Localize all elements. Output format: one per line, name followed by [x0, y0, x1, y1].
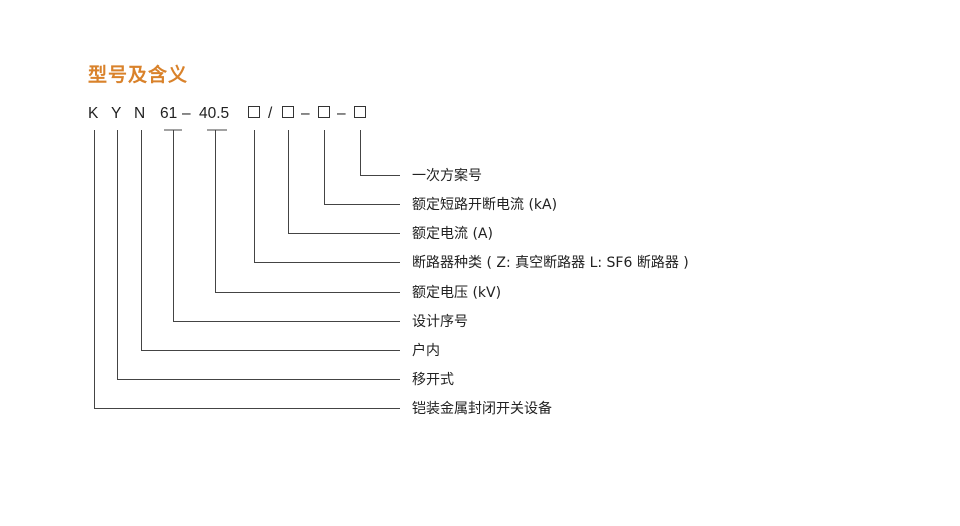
- code-dash: –: [182, 105, 191, 122]
- connector-scheme-number: [360, 130, 400, 176]
- meaning-label-breaker-type: 断路器种类 ( Z: 真空断路器 L: SF6 断路器 ): [412, 255, 689, 271]
- connector-rated-current: [288, 130, 400, 234]
- code-letter-n: N: [134, 105, 146, 122]
- code-voltage: 40.5: [199, 105, 230, 122]
- connector-breaker-type: [254, 130, 400, 263]
- code-placeholder-breaker-type: [248, 106, 260, 118]
- code-slash: /: [268, 105, 273, 122]
- code-letter-k: K: [88, 105, 99, 122]
- code-placeholder-breaking-current: [318, 106, 330, 118]
- meaning-label-design-number: 设计序号: [412, 314, 468, 330]
- code-placeholder-rated-current: [282, 106, 294, 118]
- code-dash: –: [337, 105, 346, 122]
- connector-voltage: [215, 130, 400, 293]
- code-series-number: 61: [160, 105, 178, 122]
- code-letter-y: Y: [111, 105, 122, 122]
- meaning-label-withdrawable: 移开式: [412, 372, 454, 388]
- meaning-label-scheme-number: 一次方案号: [412, 168, 482, 184]
- connector-indoor: [141, 130, 400, 351]
- code-placeholder-scheme-number: [354, 106, 366, 118]
- connector-breaking-current: [324, 130, 400, 205]
- meaning-label-rated-voltage: 额定电压 (kV): [412, 285, 502, 301]
- code-dash: –: [301, 105, 310, 122]
- connector-withdrawable: [117, 130, 400, 380]
- meaning-label-rated-current: 额定电流 (A): [412, 226, 493, 242]
- meaning-label-indoor: 户内: [412, 343, 440, 359]
- connector-series-number: [173, 130, 400, 322]
- page-title: 型号及含义: [88, 64, 189, 86]
- meaning-label-breaking-current: 额定短路开断电流 (kA): [412, 197, 558, 213]
- meaning-label-armored-switchgear: 铠装金属封闭开关设备: [412, 401, 552, 417]
- connector-armored: [94, 130, 400, 409]
